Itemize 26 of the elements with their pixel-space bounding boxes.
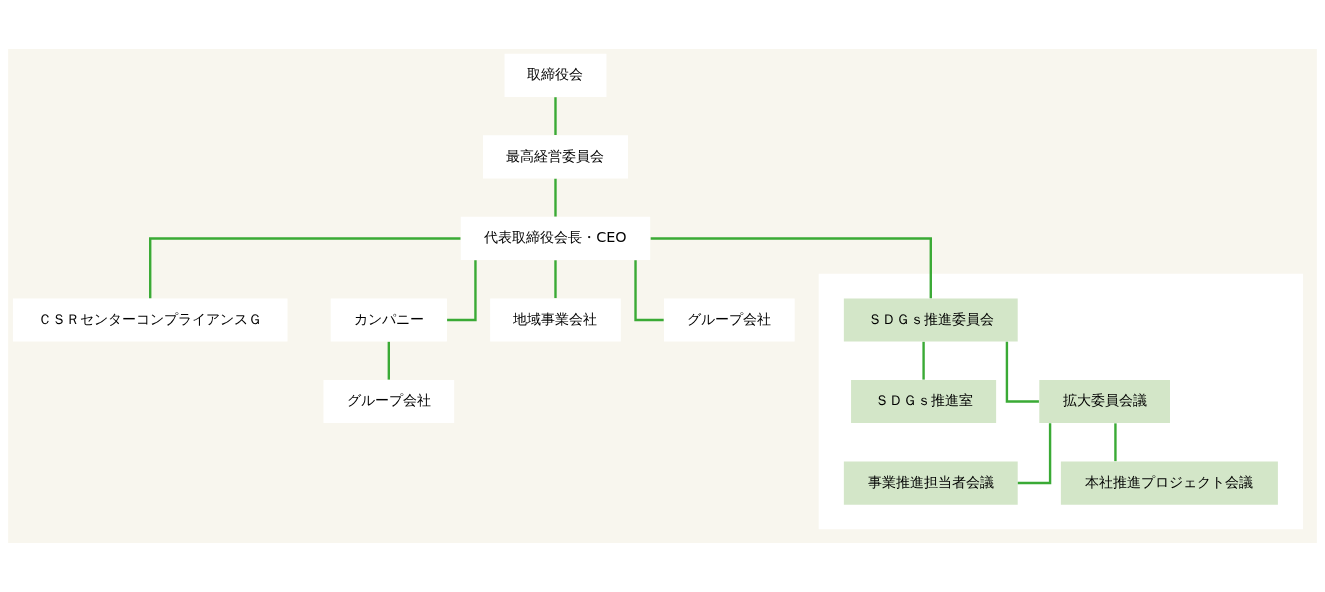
- connector: [554, 260, 557, 299]
- node-box: 最高経営委員会: [482, 135, 629, 179]
- node-box: ＳＤＧｓ推進室: [851, 379, 997, 424]
- node-box: 拡大委員会議: [1039, 379, 1170, 424]
- node-box: ＳＤＧｓ推進委員会: [843, 298, 1018, 342]
- node-box: 地域事業会社: [490, 298, 621, 342]
- node-box: 本社推進プロジェクト会議: [1060, 461, 1278, 505]
- connector: [1005, 341, 1039, 403]
- node-box: 取締役会: [504, 53, 607, 97]
- node-box: 事業推進担当者会議: [843, 461, 1018, 505]
- connector: [1114, 423, 1117, 462]
- connector: [387, 341, 390, 380]
- node-box: 代表取締役会長・CEO: [460, 216, 651, 261]
- connector: [554, 97, 557, 135]
- node-box: グループ会社: [664, 298, 795, 342]
- connector: [554, 178, 557, 217]
- connector: [149, 237, 461, 299]
- connector: [650, 237, 932, 299]
- node-box: グループ会社: [323, 379, 455, 424]
- connector: [922, 341, 925, 380]
- connector: [1017, 423, 1052, 485]
- node-box: ＣＳＲセンターコンプライアンスＧ: [12, 298, 288, 342]
- node-box: カンパニー: [330, 298, 447, 342]
- connector: [447, 260, 477, 322]
- cluster: [818, 273, 1304, 530]
- connector: [634, 260, 664, 322]
